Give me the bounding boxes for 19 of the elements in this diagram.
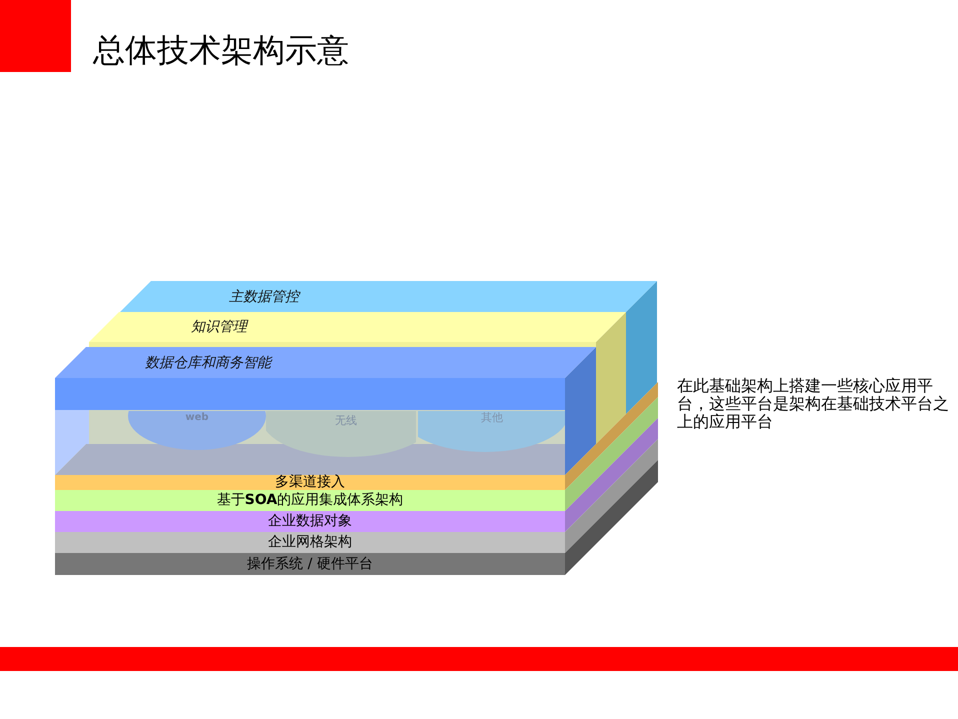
layer-label: 基于SOA的应用集成体系架构 xyxy=(216,491,404,510)
channel-label: web xyxy=(184,411,210,424)
note-text: 在此基础架构上搭建一些核心应用平台，这些平台是架构在基础技术平台之上的应用平台 xyxy=(677,377,950,431)
layer-front-face xyxy=(55,553,565,575)
slide-title: 总体技术架构示意 xyxy=(93,30,349,70)
block-label: 数据仓库和商务智能 xyxy=(145,354,271,372)
block-top-face xyxy=(120,281,657,312)
layer-label: 多渠道接入 xyxy=(274,475,346,490)
layer-label: 企业网格架构 xyxy=(267,533,353,552)
block-label: 知识管理 xyxy=(191,318,247,336)
block-top-face xyxy=(55,347,596,378)
block-top-face xyxy=(89,312,626,347)
layer-front-face xyxy=(55,490,565,511)
layer-front-face xyxy=(55,532,565,553)
block-label: 主数据管控 xyxy=(229,288,299,306)
layer-front-face xyxy=(55,511,565,532)
layer-label: 企业数据对象 xyxy=(267,512,353,531)
layer-label: 操作系统 / 硬件平台 xyxy=(246,555,374,574)
layer-front-face xyxy=(55,475,565,490)
